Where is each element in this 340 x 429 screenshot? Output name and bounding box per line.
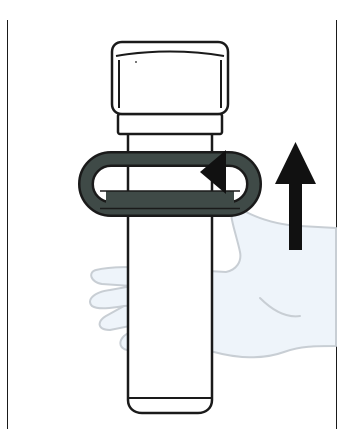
up-arrow-icon bbox=[275, 142, 316, 250]
strap-loop bbox=[78, 151, 262, 217]
cartridge-body bbox=[126, 130, 214, 415]
cartridge-neck-ring bbox=[116, 112, 224, 136]
left-pointer-arrow-icon bbox=[200, 150, 226, 194]
cap-mark bbox=[135, 61, 137, 63]
cartridge-cap bbox=[110, 40, 230, 116]
cap-top-rim bbox=[115, 50, 225, 57]
